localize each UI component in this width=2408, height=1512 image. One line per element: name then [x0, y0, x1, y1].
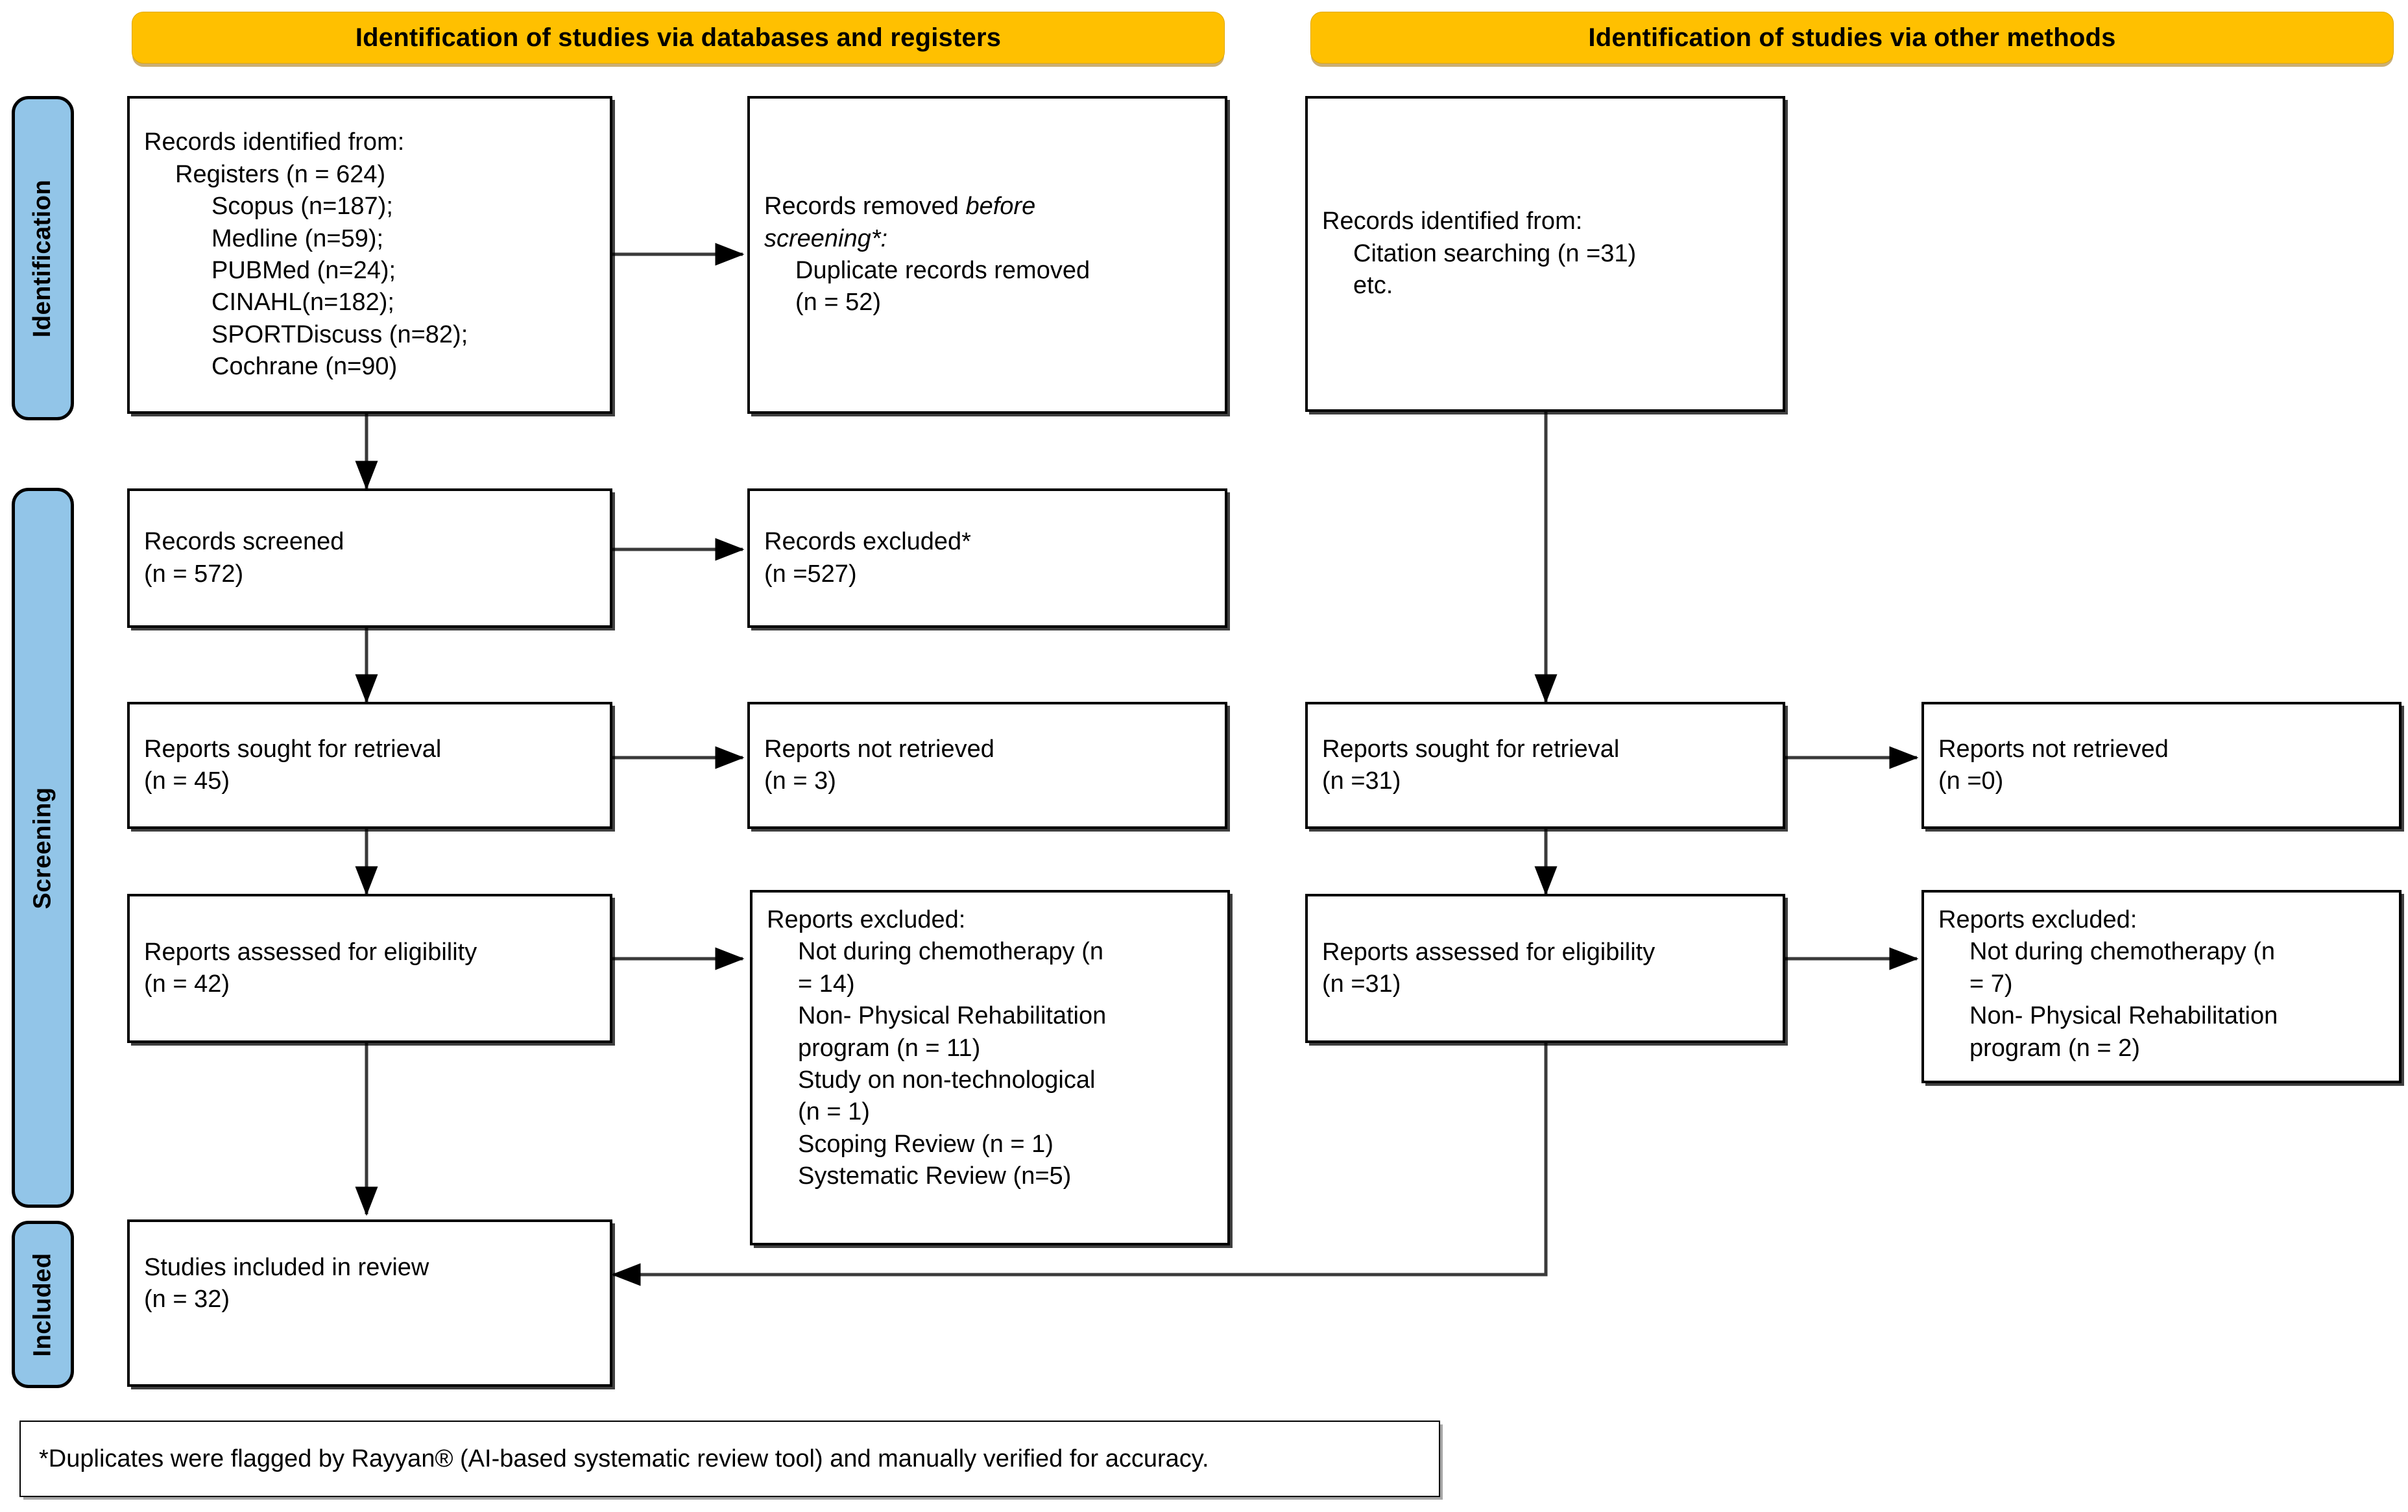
stage-label-identification: Identification	[12, 96, 74, 420]
reports-excluded-right-line-2: = 7)	[1969, 970, 2013, 998]
reports-not-retrieved-right-line-1: (n =0)	[1938, 767, 2004, 795]
banner-other-methods-label: Identification of studies via other meth…	[1588, 23, 2116, 52]
reports-excluded-left-line-0: Reports excluded:	[767, 906, 966, 933]
records-identified-line-5: CINAHL(n=182);	[211, 289, 394, 317]
box-records-screened: Records screened (n = 572)	[127, 488, 612, 628]
records-removed-line-1: screening*:	[764, 223, 1210, 255]
records-removed-text-screening: screening*:	[764, 224, 888, 252]
reports-excluded-right-line-3: Non- Physical Rehabilitation	[1969, 1002, 2278, 1030]
reports-excluded-right-line-1: Not during chemotherapy (n	[1969, 938, 2276, 966]
records-identified-other-line-1: Citation searching (n =31)	[1353, 239, 1637, 267]
box-records-identified-other-methods: Records identified from: Citation search…	[1305, 96, 1785, 412]
reports-not-retrieved-right-line-0: Reports not retrieved	[1938, 735, 2169, 763]
reports-excluded-left-line-2: = 14)	[798, 970, 855, 998]
box-reports-excluded-left: Reports excluded: Not during chemotherap…	[750, 890, 1230, 1245]
records-identified-other-line-2: etc.	[1353, 272, 1393, 300]
reports-excluded-right-line-4: program (n = 2)	[1969, 1034, 2140, 1062]
box-reports-sought-retrieval-left: Reports sought for retrieval (n = 45)	[127, 702, 612, 829]
records-excluded-line-0: Records excluded*	[764, 528, 971, 556]
reports-excluded-left-line-5: Study on non-technological	[798, 1066, 1096, 1094]
box-records-identified-databases: Records identified from: Registers (n = …	[127, 96, 612, 414]
box-reports-sought-retrieval-right: Reports sought for retrieval (n =31)	[1305, 702, 1785, 829]
studies-included-line-0: Studies included in review	[144, 1254, 429, 1281]
records-identified-line-3: Medline (n=59);	[211, 224, 384, 252]
records-excluded-line-1: (n =527)	[764, 560, 857, 588]
box-reports-assessed-eligibility-right: Reports assessed for eligibility (n =31)	[1305, 894, 1785, 1043]
box-reports-assessed-eligibility-left: Reports assessed for eligibility (n = 42…	[127, 894, 612, 1043]
reports-assessed-right-line-1: (n =31)	[1322, 970, 1401, 998]
records-identified-line-1: Registers (n = 624)	[175, 160, 386, 188]
banner-other-methods: Identification of studies via other meth…	[1310, 12, 2394, 64]
records-identified-line-6: SPORTDiscuss (n=82);	[211, 320, 468, 348]
stage-label-screening: Screening	[12, 488, 74, 1208]
box-reports-not-retrieved-left: Reports not retrieved (n = 3)	[747, 702, 1227, 829]
box-records-excluded: Records excluded* (n =527)	[747, 488, 1227, 628]
reports-excluded-left-line-8: Systematic Review (n=5)	[798, 1162, 1072, 1190]
stage-label-included-text: Included	[29, 1252, 56, 1357]
box-reports-excluded-right: Reports excluded: Not during chemotherap…	[1921, 890, 2402, 1083]
reports-excluded-left-line-7: Scoping Review (n = 1)	[798, 1130, 1054, 1158]
records-identified-line-7: Cochrane (n=90)	[211, 353, 398, 381]
reports-not-retrieved-left-line-0: Reports not retrieved	[764, 735, 994, 763]
stage-label-included: Included	[12, 1221, 74, 1388]
records-screened-line-1: (n = 572)	[144, 560, 244, 588]
footnote-duplicates: *Duplicates were flagged by Rayyan® (AI-…	[19, 1421, 1440, 1497]
reports-sought-right-line-1: (n =31)	[1322, 767, 1401, 795]
reports-excluded-left-line-1: Not during chemotherapy (n	[798, 938, 1104, 966]
footnote-text: *Duplicates were flagged by Rayyan® (AI-…	[39, 1445, 1209, 1472]
reports-assessed-right-line-0: Reports assessed for eligibility	[1322, 938, 1655, 966]
reports-assessed-left-line-0: Reports assessed for eligibility	[144, 938, 477, 966]
records-removed-text-before: before	[965, 193, 1036, 221]
reports-sought-left-line-1: (n = 45)	[144, 767, 230, 795]
records-identified-other-line-0: Records identified from:	[1322, 208, 1583, 235]
reports-excluded-right-line-0: Reports excluded:	[1938, 906, 2137, 933]
records-identified-line-2: Scopus (n=187);	[211, 193, 393, 221]
reports-assessed-left-line-1: (n = 42)	[144, 970, 230, 998]
records-removed-line-2: Duplicate records removed	[795, 257, 1090, 284]
reports-excluded-left-line-3: Non- Physical Rehabilitation	[798, 1002, 1107, 1030]
records-removed-text-a: Records removed	[764, 193, 966, 221]
banner-databases-registers-label: Identification of studies via databases …	[355, 23, 1002, 52]
box-reports-not-retrieved-right: Reports not retrieved (n =0)	[1921, 702, 2402, 829]
records-removed-line-0: Records removed before	[764, 191, 1210, 222]
stage-label-identification-text: Identification	[29, 179, 56, 337]
reports-sought-left-line-0: Reports sought for retrieval	[144, 735, 442, 763]
reports-sought-right-line-0: Reports sought for retrieval	[1322, 735, 1620, 763]
studies-included-line-1: (n = 32)	[144, 1286, 230, 1314]
reports-excluded-left-line-4: program (n = 11)	[798, 1034, 981, 1062]
records-removed-line-3: (n = 52)	[795, 289, 882, 317]
records-identified-line-4: PUBMed (n=24);	[211, 257, 396, 284]
stage-label-screening-text: Screening	[29, 786, 56, 909]
banner-databases-registers: Identification of studies via databases …	[132, 12, 1225, 64]
reports-not-retrieved-left-line-1: (n = 3)	[764, 767, 836, 795]
box-studies-included-in-review: Studies included in review (n = 32)	[127, 1219, 612, 1387]
reports-excluded-left-line-6: (n = 1)	[798, 1098, 870, 1126]
box-records-removed-before-screening: Records removed before screening*: Dupli…	[747, 96, 1227, 414]
records-screened-line-0: Records screened	[144, 528, 344, 556]
records-identified-line-0: Records identified from:	[144, 128, 405, 156]
